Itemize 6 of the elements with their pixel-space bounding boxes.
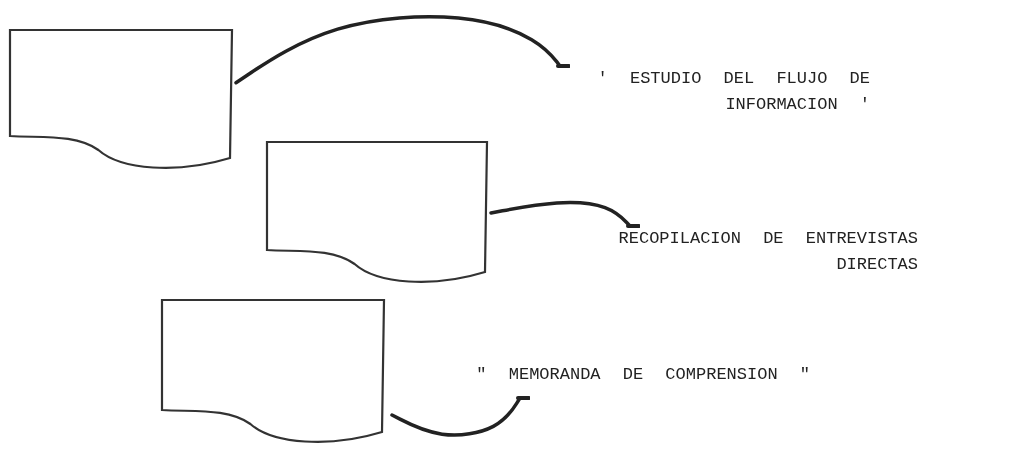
curved-connector	[234, 14, 571, 85]
curved-connector	[489, 200, 641, 228]
text-label: RECOPILACION DE ENTREVISTAS DIRECTAS	[617, 228, 918, 277]
curved-connector	[390, 396, 531, 437]
text-label: ' ESTUDIO DEL FLUJO DE INFORMACION '	[596, 68, 870, 117]
text-label: " MEMORANDA DE COMPRENSION "	[475, 364, 810, 386]
